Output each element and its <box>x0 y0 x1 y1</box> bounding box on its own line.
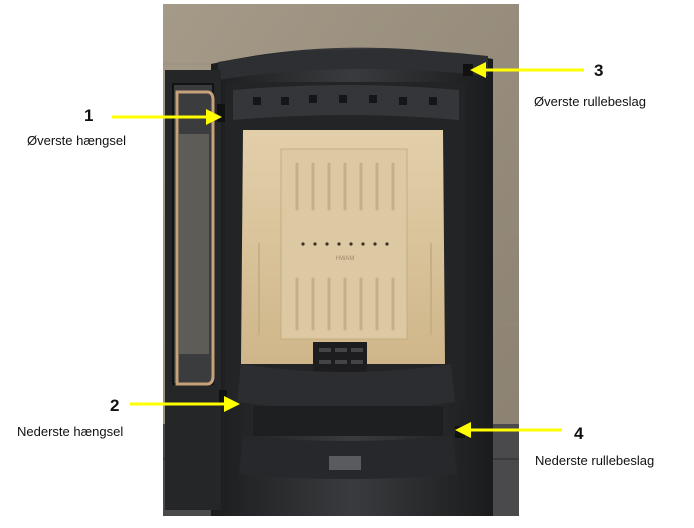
callout-number-3: 3 <box>594 61 604 80</box>
stove-photo: HWAM <box>163 4 519 516</box>
callout-number-4: 4 <box>574 424 584 443</box>
callout-number-2: 2 <box>110 396 120 415</box>
drawer-handle <box>329 456 361 470</box>
callout-label-2: Nederste hængsel <box>17 424 124 439</box>
upper-roller-fitting <box>463 64 473 76</box>
lower-hinge <box>219 390 227 406</box>
callout-label-3: Øverste rullebeslag <box>534 94 646 109</box>
upper-hinge <box>217 104 225 122</box>
callout-label-1: Øverste hængsel <box>27 133 126 148</box>
callout-number-1: 1 <box>84 106 94 125</box>
callout-label-4: Nederste rullebeslag <box>535 453 655 468</box>
brand-mark: HWAM <box>336 256 355 262</box>
